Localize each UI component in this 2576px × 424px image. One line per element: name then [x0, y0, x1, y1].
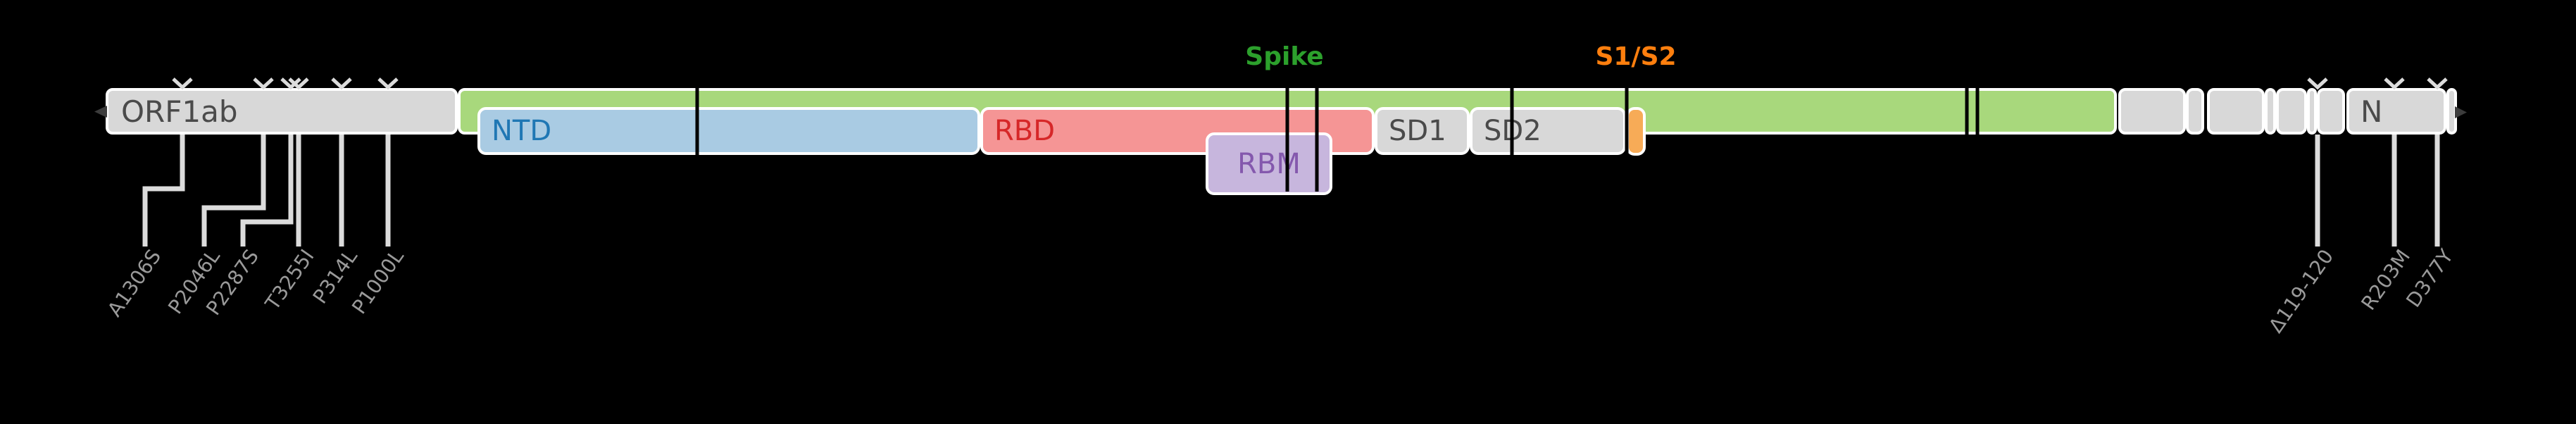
s1s2-cleavage-marker [1626, 107, 1646, 156]
domain-ntd-label: NTD [492, 115, 552, 147]
spike-tick-caret [1501, 77, 1523, 90]
gene-orf7b [2307, 88, 2317, 135]
mutation-tick-caret [2307, 77, 2328, 90]
spike-tick-caret [1277, 77, 1298, 90]
spike-tick-caret [1956, 77, 1977, 90]
domain-sd2: SD2 [1470, 107, 1626, 155]
mutation-leader-line [142, 135, 185, 247]
s1s2-site-title: S1/S2 [1595, 42, 1677, 71]
gene-m [2207, 88, 2265, 135]
spike-tick-caret [687, 77, 708, 90]
gene-orf1ab-label: ORF1ab [121, 94, 238, 129]
mutation-leader-line [240, 135, 294, 247]
gene-n: N [2346, 88, 2446, 135]
domain-sd1-label: SD1 [1389, 115, 1446, 147]
mutation-label: Δ119-120 [2263, 245, 2339, 337]
mutation-tick-caret [377, 77, 399, 90]
gene-e [2186, 88, 2204, 135]
spike-tick-caret [1967, 77, 1988, 90]
gene-orf3a [2118, 88, 2186, 135]
mutation-tick-caret [2427, 77, 2448, 90]
mutation-tick-caret [253, 77, 274, 90]
domain-rbd: RBD [980, 107, 1375, 155]
spike-gene-title: Spike [1245, 42, 1324, 71]
mutation-tick-caret [280, 77, 301, 90]
mutation-tick-caret [172, 77, 193, 90]
mutation-tick-caret [288, 77, 309, 90]
gene-orf10 [2446, 88, 2457, 135]
mutation-label: A1306S [102, 245, 166, 321]
domain-sd1: SD1 [1375, 107, 1470, 155]
domain-ntd: NTD [477, 107, 980, 155]
gene-orf8 [2317, 88, 2345, 135]
domain-rbd-label: RBD [994, 115, 1056, 147]
gene-n-label: N [2361, 94, 2383, 129]
mutation-label: R203M [2356, 245, 2415, 315]
mutation-leader-line [201, 135, 266, 247]
domain-rbm: RBM [1206, 132, 1332, 195]
gene-orf6 [2265, 88, 2276, 135]
domain-rbm-label: RBM [1237, 147, 1301, 180]
spike-tick-caret [1616, 77, 1637, 90]
mutation-tick-caret [2384, 77, 2405, 90]
domain-sd2-label: SD2 [1484, 115, 1542, 147]
gene-orf1ab: ORF1ab [106, 88, 458, 135]
spike-tick-caret [1306, 77, 1327, 90]
mutation-tick-caret [331, 77, 352, 90]
gene-orf7a [2276, 88, 2307, 135]
mutation-label: T3255I [261, 245, 320, 315]
